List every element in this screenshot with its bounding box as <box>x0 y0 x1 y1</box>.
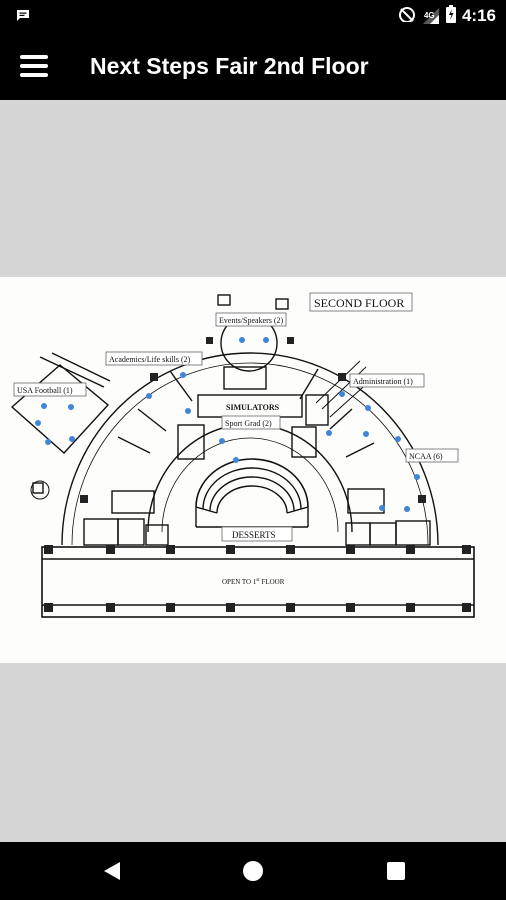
events-speakers-label: Events/Speakers (2) <box>219 316 284 325</box>
wifi-icon <box>398 6 416 27</box>
usa-football-label: USA Football (1) <box>17 386 73 395</box>
desserts-label: DESSERTS <box>232 530 275 540</box>
open-to-first-floor-label: OPEN TO 1st FLOOR <box>222 578 285 586</box>
home-button[interactable] <box>233 851 273 891</box>
back-triangle-icon <box>104 862 120 880</box>
status-time: 4:16 <box>461 6 496 25</box>
battery-icon <box>445 4 456 28</box>
recents-square-icon <box>387 862 405 880</box>
academics-life-skills-label: Academics/Life skills (2) <box>109 355 191 364</box>
cell-signal-icon: 4G <box>422 7 440 25</box>
back-button[interactable] <box>92 851 132 891</box>
floor-plan-image[interactable]: SECOND FLOOR Events/Speakers (2) Academi… <box>0 277 506 663</box>
sport-grad-label: Sport Grad (2) <box>225 419 272 428</box>
administration-label: Administration (1) <box>353 377 413 386</box>
app-bar: Next Steps Fair 2nd Floor <box>0 32 506 100</box>
menu-button[interactable] <box>16 50 52 82</box>
floor-plan-drawing: SECOND FLOOR Events/Speakers (2) Academi… <box>10 292 475 618</box>
navigation-bar <box>0 842 506 900</box>
status-bar: 4G 4:16 <box>0 0 506 32</box>
recents-button[interactable] <box>376 851 416 891</box>
floor-heading-label: SECOND FLOOR <box>314 296 404 310</box>
page-title: Next Steps Fair 2nd Floor <box>90 53 369 79</box>
hamburger-menu-icon <box>20 55 48 77</box>
ncaa-label: NCAA (6) <box>409 452 443 461</box>
simulators-label: SIMULATORS <box>226 403 280 412</box>
home-circle-icon <box>243 861 263 881</box>
network-type-label: 4G <box>423 11 435 20</box>
message-notification-icon <box>16 9 30 27</box>
image-viewer[interactable]: SECOND FLOOR Events/Speakers (2) Academi… <box>0 100 506 842</box>
